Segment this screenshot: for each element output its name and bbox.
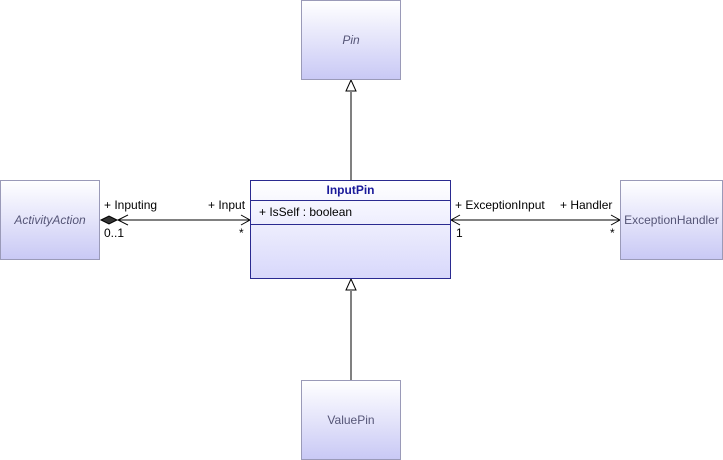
class-exception-handler[interactable]: ExceptionHandler: [620, 180, 723, 260]
role-input: + Input: [208, 198, 246, 212]
arrowhead-inputing: [116, 214, 129, 226]
generalization-arrowhead-inputpin: [345, 277, 357, 291]
class-activity-action[interactable]: ActivityAction: [0, 180, 100, 260]
class-exception-handler-name: ExceptionHandler: [624, 213, 719, 227]
class-value-pin-name: ValuePin: [327, 413, 375, 427]
role-inputing: + Inputing: [104, 198, 158, 212]
composition-diamond: [99, 215, 119, 225]
class-input-pin-name: InputPin: [251, 181, 450, 201]
generalization-arrowhead-pin: [345, 78, 357, 92]
class-input-pin-attribute: + IsSelf : boolean: [251, 201, 450, 225]
class-activity-action-name: ActivityAction: [14, 213, 86, 227]
class-pin[interactable]: Pin: [301, 0, 401, 80]
role-handler: + Handler: [560, 198, 613, 212]
multiplicity-input: *: [239, 226, 244, 240]
class-value-pin[interactable]: ValuePin: [301, 380, 401, 460]
class-input-pin[interactable]: InputPin + IsSelf : boolean: [250, 180, 451, 279]
role-exception-input: + ExceptionInput: [455, 198, 545, 212]
multiplicity-exception-input: 1: [456, 226, 463, 240]
multiplicity-handler: *: [610, 226, 615, 240]
arrowhead-exceptioninput: [449, 214, 461, 226]
class-pin-name: Pin: [342, 33, 360, 47]
multiplicity-inputing: 0..1: [104, 226, 125, 240]
